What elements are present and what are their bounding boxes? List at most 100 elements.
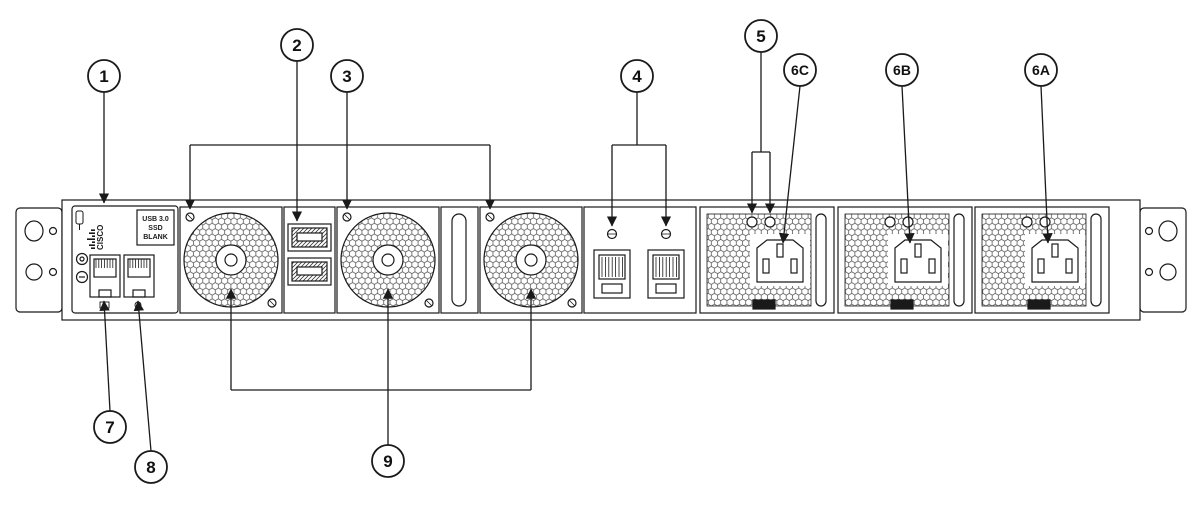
usb-blank-label-line1: USB 3.0: [142, 216, 169, 223]
callout-circle: [87, 59, 121, 93]
callout-leader-line: [99, 300, 111, 412]
fan-module-3: [479, 206, 583, 314]
power-inlet-2: [894, 239, 942, 283]
callout-circle: [280, 28, 314, 62]
usb-blank-label-line2: SSD: [148, 225, 162, 232]
network-ports-module: [583, 206, 697, 314]
callout-circle: [330, 59, 364, 93]
rj45-port-1: [89, 254, 121, 298]
pull-handle: [451, 213, 467, 307]
callout-label: 7: [105, 418, 114, 437]
usb-blank-label-line3: BLANK: [143, 234, 168, 241]
ear-screw: [1144, 267, 1154, 277]
right-rack-ear: [1139, 207, 1187, 313]
callout-6B: 6B: [885, 53, 919, 244]
ear-slot-hole: [24, 220, 44, 242]
psu-led-2: [1039, 216, 1051, 228]
ear-screw: [48, 267, 58, 277]
chassis: CISCO USB 3.0 SSD BLANK: [15, 199, 1187, 321]
fan-screw-3: [485, 212, 495, 222]
psu-led-1: [746, 216, 758, 228]
usb-port-bottom: [287, 257, 332, 286]
psu-handle: [953, 213, 965, 307]
psu-led-2: [764, 216, 776, 228]
callout-leader-line: [778, 85, 801, 244]
usb-symbol-icon: [75, 210, 84, 230]
power-inlet-1: [756, 239, 804, 283]
callout-circle: [783, 53, 817, 87]
psu-led-2: [902, 216, 914, 228]
psu-3: [974, 206, 1110, 314]
callout-4: 4: [606, 59, 672, 227]
callout-label: 6B: [893, 62, 911, 78]
callout-circle: [885, 53, 919, 87]
fan-screw: [424, 298, 434, 308]
psu-led-1: [1021, 216, 1033, 228]
callout-label: 8: [146, 458, 155, 477]
callout-label: 6A: [1032, 62, 1050, 78]
callout-circle: [134, 450, 168, 484]
port-screw-2: [660, 228, 672, 240]
ear-round-hole: [25, 263, 43, 281]
cisco-logo-text: CISCO: [96, 225, 105, 250]
fan-screw-1: [185, 212, 195, 222]
callout-leader-line: [133, 300, 152, 452]
callout-label: 4: [632, 67, 642, 86]
callout-leader-line: [1040, 85, 1053, 244]
power-inlet-3: [1031, 239, 1079, 283]
fan-module-2: [336, 206, 440, 314]
status-icon-top: [75, 252, 89, 266]
callout-leader-line: [901, 85, 915, 244]
ear-round-hole: [1159, 263, 1177, 281]
fan-screw: [567, 298, 577, 308]
psu-latch: [1027, 299, 1051, 310]
cisco-logo: CISCO: [87, 225, 105, 250]
left-rack-ear: [15, 207, 63, 313]
callout-circle: [1024, 53, 1058, 87]
network-port-2: [647, 249, 685, 299]
psu-handle: [1090, 213, 1102, 307]
callout-label: 3: [342, 67, 351, 86]
psu-1: [699, 206, 835, 314]
psu-handle: [815, 213, 827, 307]
fan-module-1: [179, 206, 283, 314]
ear-slot-hole: [1158, 220, 1178, 242]
usb-ports-module: [283, 206, 336, 314]
callout-6C: 6C: [778, 53, 817, 244]
cisco-logo-bars: [87, 229, 95, 249]
network-port-1: [593, 249, 631, 299]
callout-7: 7: [93, 300, 127, 444]
callout-circle: [93, 410, 127, 444]
fan-screw: [267, 298, 277, 308]
callout-6A: 6A: [1024, 53, 1058, 244]
callout-label: 6C: [791, 62, 809, 78]
management-panel: CISCO USB 3.0 SSD BLANK: [71, 205, 179, 314]
callouts: 1 2 3 4: [87, 19, 1058, 484]
callout-8: 8: [133, 300, 168, 484]
status-icon-bottom: [75, 270, 89, 284]
callout-5: 5: [744, 19, 778, 214]
callout-2: 2: [280, 28, 314, 222]
callout-1: 1: [87, 59, 121, 204]
usb-port-top: [287, 223, 332, 252]
psu-led-1: [884, 216, 896, 228]
callout-label: 5: [756, 27, 765, 46]
callout-label: 1: [99, 67, 108, 86]
callout-3: 3: [184, 59, 496, 210]
usb-ssd-blank-slot: USB 3.0 SSD BLANK: [136, 209, 175, 246]
callout-circle: [620, 59, 654, 93]
callout-9: 9: [225, 288, 537, 478]
callout-label: 9: [383, 452, 392, 471]
callout-circle: [744, 19, 778, 53]
psu-latch: [890, 299, 914, 310]
psu-latch: [752, 299, 776, 310]
rj45-port-2: [123, 254, 155, 298]
ear-screw: [1144, 226, 1154, 236]
port-screw-1: [606, 228, 618, 240]
fan-screw-2: [342, 212, 352, 222]
callout-label: 2: [292, 36, 301, 55]
callout-circle: [371, 444, 405, 478]
blank-handle-module: [440, 206, 479, 314]
